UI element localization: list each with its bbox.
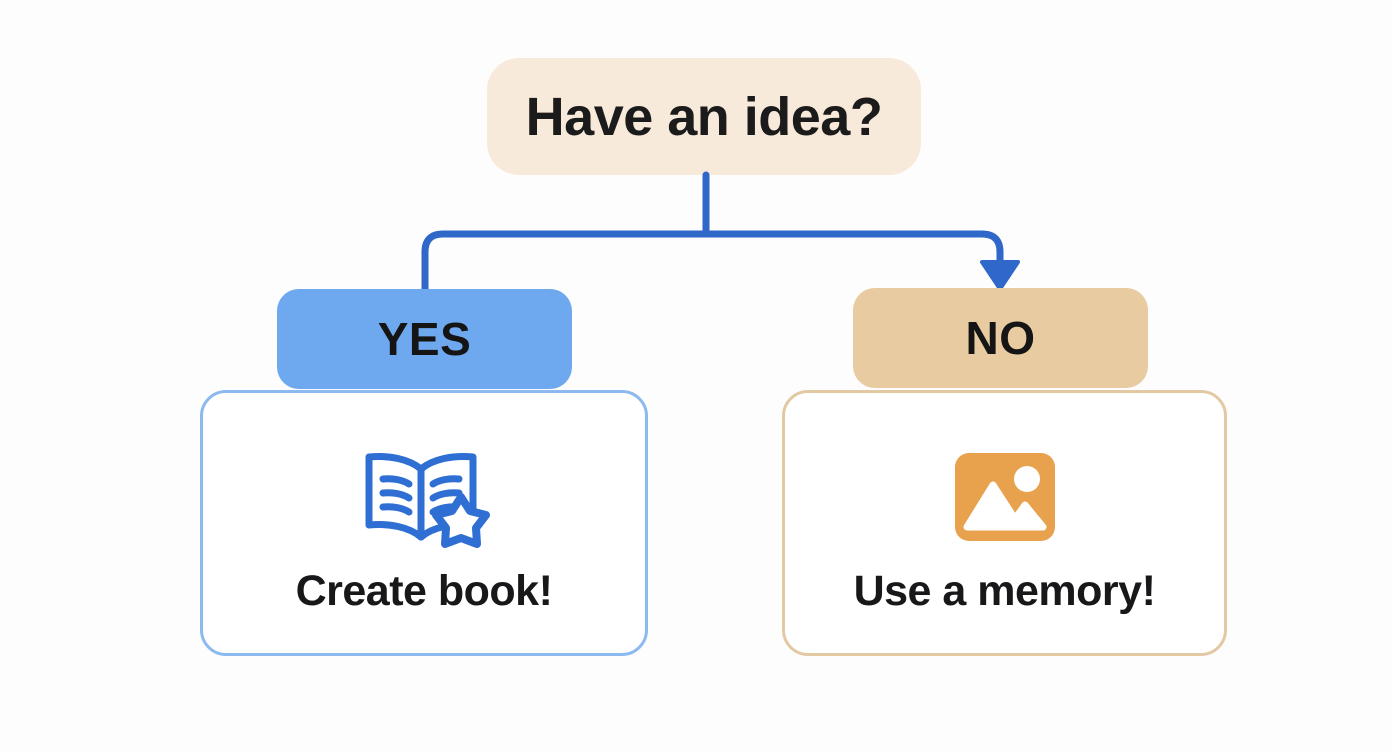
branch-card-no-body: Use a memory!: [785, 445, 1224, 659]
photo-image-icon: [945, 445, 1065, 549]
branch-tab-yes-label: YES: [377, 313, 472, 365]
root-decision-label: Have an idea?: [525, 86, 883, 147]
branch-card-yes-body: Create book!: [203, 445, 645, 659]
connector-bar: [421, 230, 1004, 294]
branch-tab-yes[interactable]: YES: [277, 289, 572, 389]
branch-card-no[interactable]: Use a memory!: [782, 390, 1227, 656]
branch-result-label-yes: Create book!: [295, 567, 553, 615]
branch-tab-no[interactable]: NO: [853, 288, 1148, 388]
open-book-star-icon: [349, 445, 499, 549]
branch-card-yes[interactable]: Create book!: [200, 390, 648, 656]
branch-tab-no-label: NO: [965, 312, 1036, 364]
branch-result-label-no: Use a memory!: [853, 567, 1156, 615]
connector-arrowhead-icon: [980, 260, 1020, 291]
root-decision-node: Have an idea?: [487, 58, 921, 175]
